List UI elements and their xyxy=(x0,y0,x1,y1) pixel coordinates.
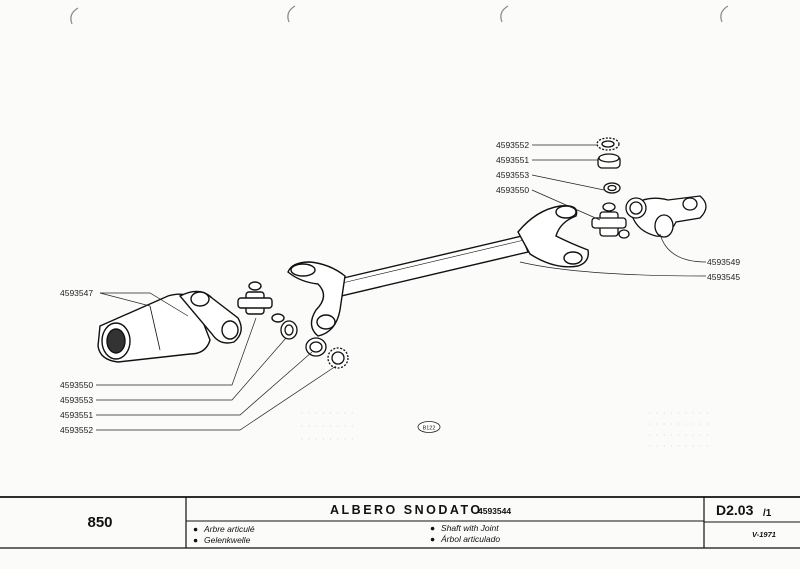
part-label: 4593550 xyxy=(496,185,529,195)
svg-text:· · · · · · · ·: · · · · · · · · xyxy=(300,423,354,430)
svg-text:· · · · · · · ·: · · · · · · · · xyxy=(300,436,354,443)
svg-text:· · · · · · · ·: · · · · · · · · xyxy=(300,410,354,417)
part-label: 4593553 xyxy=(496,170,529,180)
shaft-drawing xyxy=(287,205,589,337)
sheet-code: D2.03 xyxy=(716,502,754,518)
show-through-text: · · · · · · · · · · · · · · · · · · · · … xyxy=(300,410,709,450)
svg-text:●: ● xyxy=(193,524,198,534)
sheet-code-sub: /1 xyxy=(763,508,772,519)
model-number: 850 xyxy=(87,514,112,531)
part-label: 4593552 xyxy=(60,425,93,435)
desc-es: Árbol articulado xyxy=(440,534,500,544)
part-label: 4593551 xyxy=(60,410,93,420)
left-joint-drawing xyxy=(97,281,285,363)
figure-code-badge: B122 xyxy=(417,421,441,433)
left-loose-parts xyxy=(280,320,349,369)
svg-text:●: ● xyxy=(430,523,435,533)
svg-text:· · · · · · · · ·: · · · · · · · · · xyxy=(648,410,709,417)
part-label: 4593551 xyxy=(496,155,529,165)
page-title: ALBERO SNODATO xyxy=(330,503,483,517)
svg-text:· · · · · · · · ·: · · · · · · · · · xyxy=(648,432,709,439)
svg-text:●: ● xyxy=(193,535,198,545)
part-label: 4593547 xyxy=(60,288,93,298)
leader-lines xyxy=(96,144,707,431)
edition-date: V-1971 xyxy=(752,530,776,539)
svg-text:· · · · · · · · ·: · · · · · · · · · xyxy=(648,421,709,428)
footer-frame xyxy=(0,496,800,549)
binder-holes xyxy=(70,5,729,25)
part-label: 4593550 xyxy=(60,380,93,390)
part-labels: 4593552 4593551 4593553 4593550 4593549 … xyxy=(60,140,740,435)
title-part-number: 4593544 xyxy=(478,506,511,516)
part-label: 4593545 xyxy=(707,272,740,282)
right-loose-parts xyxy=(591,137,707,239)
desc-de: Gelenkwelle xyxy=(204,535,251,545)
svg-text:· · · · · · · · ·: · · · · · · · · · xyxy=(648,443,709,450)
part-label: 4593553 xyxy=(60,395,93,405)
desc-fr: Arbre articulé xyxy=(203,524,255,534)
footer: 850 ALBERO SNODATO 4593544 ● Arbre artic… xyxy=(87,502,775,545)
svg-text:●: ● xyxy=(430,534,435,544)
desc-en: Shaft with Joint xyxy=(441,523,499,533)
part-label: 4593552 xyxy=(496,140,529,150)
svg-text:B122: B122 xyxy=(423,426,436,432)
part-label: 4593549 xyxy=(707,257,740,267)
